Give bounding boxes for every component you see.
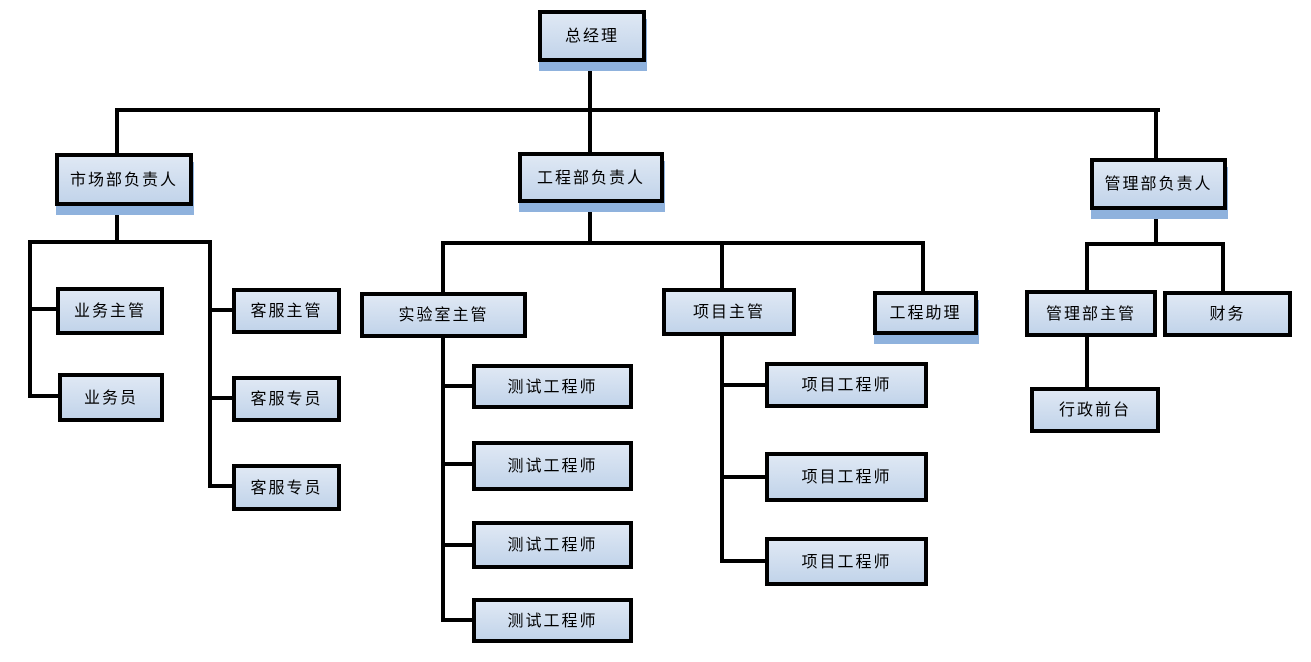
node-customer-service-specialist-2-label: 客服专员 <box>250 477 323 497</box>
node-lab-supervisor[interactable]: 实验室主管 <box>360 292 527 338</box>
node-sales-supervisor-label: 业务主管 <box>73 301 146 320</box>
node-customer-service-specialist-1[interactable]: 客服专员 <box>232 376 341 422</box>
node-test-engineer-4-label: 测试工程师 <box>507 610 598 630</box>
node-salesperson[interactable]: 业务员 <box>58 373 164 422</box>
node-project-supervisor[interactable]: 项目主管 <box>662 288 796 336</box>
node-management-dept-supervisor-label: 管理部主管 <box>1045 303 1136 323</box>
node-general-manager[interactable]: 总经理 <box>538 10 646 62</box>
connector-marketing-right-spine <box>208 240 212 488</box>
node-engineering-dept-head-label: 工程部负责人 <box>536 167 645 187</box>
node-project-engineer-2[interactable]: 项目工程师 <box>765 452 928 502</box>
connector-stub-test-engineer-2 <box>441 462 472 466</box>
connector-marketing-left-spine <box>28 240 32 398</box>
connector-drop-management-supervisor <box>1085 242 1089 292</box>
node-project-engineer-2-label: 项目工程师 <box>801 467 892 486</box>
node-project-supervisor-label: 项目主管 <box>692 302 765 321</box>
node-engineering-assistant-label: 工程助理 <box>889 303 962 322</box>
connector-drop-finance <box>1221 242 1225 293</box>
connector-management-bar <box>1085 242 1225 246</box>
node-salesperson-label: 业务员 <box>83 387 138 407</box>
node-finance-label: 财务 <box>1209 304 1246 323</box>
node-lab-supervisor-label: 实验室主管 <box>398 305 489 324</box>
node-management-dept-head[interactable]: 管理部负责人 <box>1090 158 1227 210</box>
node-test-engineer-3-label: 测试工程师 <box>507 535 598 554</box>
connector-lab-spine <box>441 336 445 622</box>
node-test-engineer-4[interactable]: 测试工程师 <box>472 598 633 643</box>
connector-stub-test-engineer-1 <box>441 384 472 388</box>
connector-stub-salesperson <box>28 394 60 398</box>
connector-admin-receptionist-stem <box>1085 335 1089 389</box>
node-project-engineer-3-label: 项目工程师 <box>801 551 892 571</box>
node-engineering-assistant[interactable]: 工程助理 <box>873 291 978 335</box>
node-customer-service-specialist-1-label: 客服专员 <box>250 389 323 408</box>
node-project-engineer-3[interactable]: 项目工程师 <box>765 537 928 586</box>
connector-stub-cs-supervisor <box>208 308 234 312</box>
node-customer-service-supervisor-label: 客服主管 <box>250 301 323 320</box>
connector-project-spine <box>720 334 724 563</box>
connector-stub-test-engineer-3 <box>441 543 472 547</box>
connector-management-stem <box>1154 208 1158 246</box>
connector-drop-management <box>1154 108 1158 160</box>
node-test-engineer-2-label: 测试工程师 <box>507 456 598 475</box>
node-general-manager-label: 总经理 <box>564 26 619 45</box>
connector-stub-test-engineer-4 <box>441 618 472 622</box>
connector-engineering-stem <box>588 201 592 245</box>
node-test-engineer-3[interactable]: 测试工程师 <box>472 521 633 569</box>
connector-engineering-bar <box>441 241 925 245</box>
connector-stub-project-engineer-3 <box>720 559 765 563</box>
connector-stub-cs-specialist-1 <box>208 396 234 400</box>
node-customer-service-specialist-2[interactable]: 客服专员 <box>232 464 341 511</box>
node-engineering-dept-head[interactable]: 工程部负责人 <box>518 152 664 203</box>
connector-drop-marketing <box>115 108 119 155</box>
connector-stub-project-engineer-1 <box>720 383 765 387</box>
connector-marketing-bar <box>28 240 212 244</box>
node-marketing-dept-head-label: 市场部负责人 <box>69 169 178 189</box>
connector-drop-engineering <box>588 108 592 154</box>
node-admin-receptionist-label: 行政前台 <box>1058 400 1131 419</box>
node-project-engineer-1[interactable]: 项目工程师 <box>765 362 928 408</box>
node-test-engineer-1[interactable]: 测试工程师 <box>472 364 633 409</box>
node-test-engineer-2[interactable]: 测试工程师 <box>472 441 633 491</box>
node-finance[interactable]: 财务 <box>1163 291 1292 337</box>
node-sales-supervisor[interactable]: 业务主管 <box>56 287 164 335</box>
node-marketing-dept-head[interactable]: 市场部负责人 <box>55 153 193 206</box>
node-management-dept-head-label: 管理部负责人 <box>1104 174 1213 193</box>
node-admin-receptionist[interactable]: 行政前台 <box>1030 387 1160 433</box>
connector-drop-project-supervisor <box>720 241 724 290</box>
connector-drop-lab-supervisor <box>441 241 445 294</box>
connector-root-stem <box>588 60 592 110</box>
connector-stub-cs-specialist-2 <box>208 484 234 488</box>
node-management-dept-supervisor[interactable]: 管理部主管 <box>1025 290 1157 337</box>
connector-level1-bar <box>115 108 1160 112</box>
node-test-engineer-1-label: 测试工程师 <box>507 376 598 396</box>
node-project-engineer-1-label: 项目工程师 <box>801 375 892 394</box>
connector-marketing-stem <box>115 204 119 244</box>
connector-stub-project-engineer-2 <box>720 475 765 479</box>
connector-stub-sales-supervisor <box>28 307 58 311</box>
connector-drop-engineering-assistant <box>921 241 925 293</box>
node-customer-service-supervisor[interactable]: 客服主管 <box>232 288 341 334</box>
